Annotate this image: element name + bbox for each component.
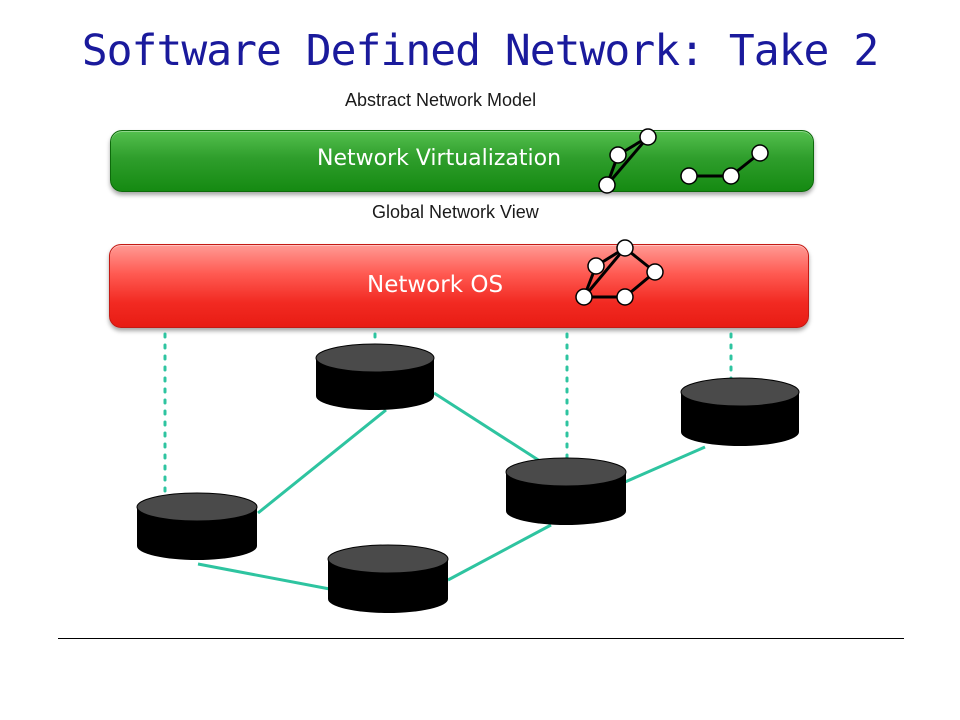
global-link — [582, 247, 627, 298]
network-virtualization-layer: Network Virtualization — [110, 130, 814, 192]
data-link — [257, 408, 387, 515]
data-link — [197, 562, 336, 592]
data-links — [197, 391, 706, 592]
virtual-node — [680, 167, 698, 185]
virtual-node — [609, 146, 627, 164]
virtual-node — [751, 144, 769, 162]
global-node — [616, 239, 634, 257]
slide-title: Software Defined Network: Take 2 — [81, 26, 879, 76]
virtual-node — [639, 128, 657, 146]
global-node — [587, 257, 605, 275]
network-os-layer: Network OS — [109, 244, 809, 328]
control-links — [163, 332, 733, 502]
footer-divider — [58, 638, 904, 639]
data-link — [624, 445, 706, 484]
global-network-view-caption: Global Network View — [372, 202, 539, 222]
switch — [315, 343, 435, 410]
data-link — [447, 523, 552, 582]
switch — [327, 544, 449, 613]
switch — [680, 377, 800, 446]
virtual-node — [722, 167, 740, 185]
network-virtualization-label: Network Virtualization — [317, 146, 562, 171]
global-node — [575, 288, 593, 306]
abstract-network-model-caption: Abstract Network Model — [345, 90, 537, 110]
data-link — [433, 391, 544, 465]
global-node — [616, 288, 634, 306]
network-os-label: Network OS — [367, 272, 504, 298]
global-view-nodes — [575, 239, 664, 306]
virtual-nodes — [598, 128, 769, 194]
virtual-node — [598, 176, 616, 194]
switch — [136, 492, 258, 560]
virtual-link — [605, 136, 650, 186]
switch — [505, 457, 627, 525]
global-node — [646, 263, 664, 281]
